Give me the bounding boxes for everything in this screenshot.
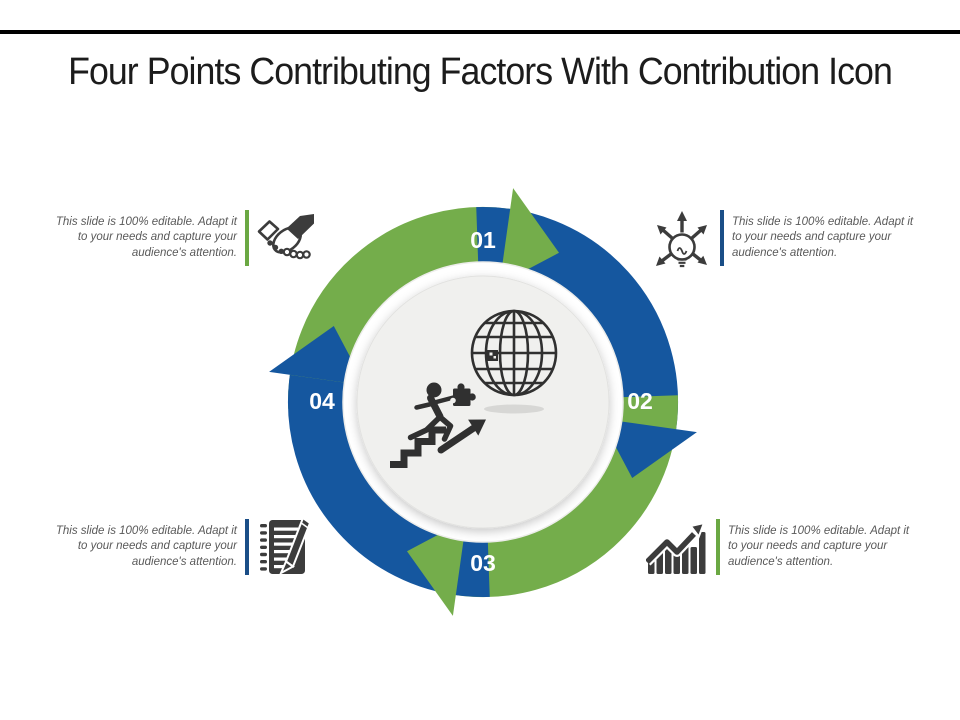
accent-bar [245, 210, 249, 266]
cycle-arrowhead-01 [499, 188, 559, 285]
callout-text: This slide is 100% editable. Adapt it to… [55, 525, 237, 568]
callout-top-right: This slide is 100% editable. Adapt it to… [646, 204, 924, 272]
globe-marker [487, 350, 498, 361]
accent-bar [245, 519, 249, 575]
callout-text: This slide is 100% editable. Adapt it to… [732, 216, 914, 259]
handshake-icon [257, 214, 314, 260]
step-number-01: 01 [470, 227, 496, 253]
person-leg-front [437, 414, 454, 442]
callout-bottom-right: This slide is 100% editable. Adapt it to… [646, 513, 920, 581]
puzzle-piece-icon [450, 383, 476, 406]
cycle-arrowhead-03 [407, 519, 467, 616]
growth-bar-chart-icon [646, 521, 706, 574]
callout-text: This slide is 100% editable. Adapt it to… [728, 525, 910, 568]
person-arm-front [432, 395, 456, 405]
step-number-02: 02 [627, 388, 653, 414]
globe-icon [470, 309, 558, 414]
cycle-arrowhead-02 [600, 418, 697, 478]
step-number-03: 03 [470, 550, 496, 576]
person-arm-back [414, 401, 436, 410]
stairs [390, 426, 446, 468]
center-circle [356, 275, 610, 529]
idea-bulb-arrows-icon [656, 211, 707, 268]
arrow-shaft [437, 425, 477, 454]
person-leg-back [407, 414, 443, 441]
person-torso [427, 394, 444, 420]
cycle-arrowhead-04 [269, 326, 366, 386]
person-climbing-stairs-with-puzzle-icon [390, 382, 486, 468]
callout-bottom-left: This slide is 100% editable. Adapt it to… [45, 513, 311, 581]
notepad-pencil-icon [260, 517, 311, 576]
callout-top-left: This slide is 100% editable. Adapt it to… [45, 204, 315, 272]
pencil-icon [278, 517, 311, 576]
arrow-head [468, 419, 486, 436]
accent-bar [716, 519, 720, 575]
page-title: Four Points Contributing Factors With Co… [68, 51, 893, 93]
accent-bar [720, 210, 724, 266]
person-head [426, 382, 442, 398]
callout-text: This slide is 100% editable. Adapt it to… [55, 216, 237, 259]
title-divider [0, 30, 960, 34]
globe-shadow [484, 404, 544, 414]
step-number-04: 04 [309, 388, 335, 414]
